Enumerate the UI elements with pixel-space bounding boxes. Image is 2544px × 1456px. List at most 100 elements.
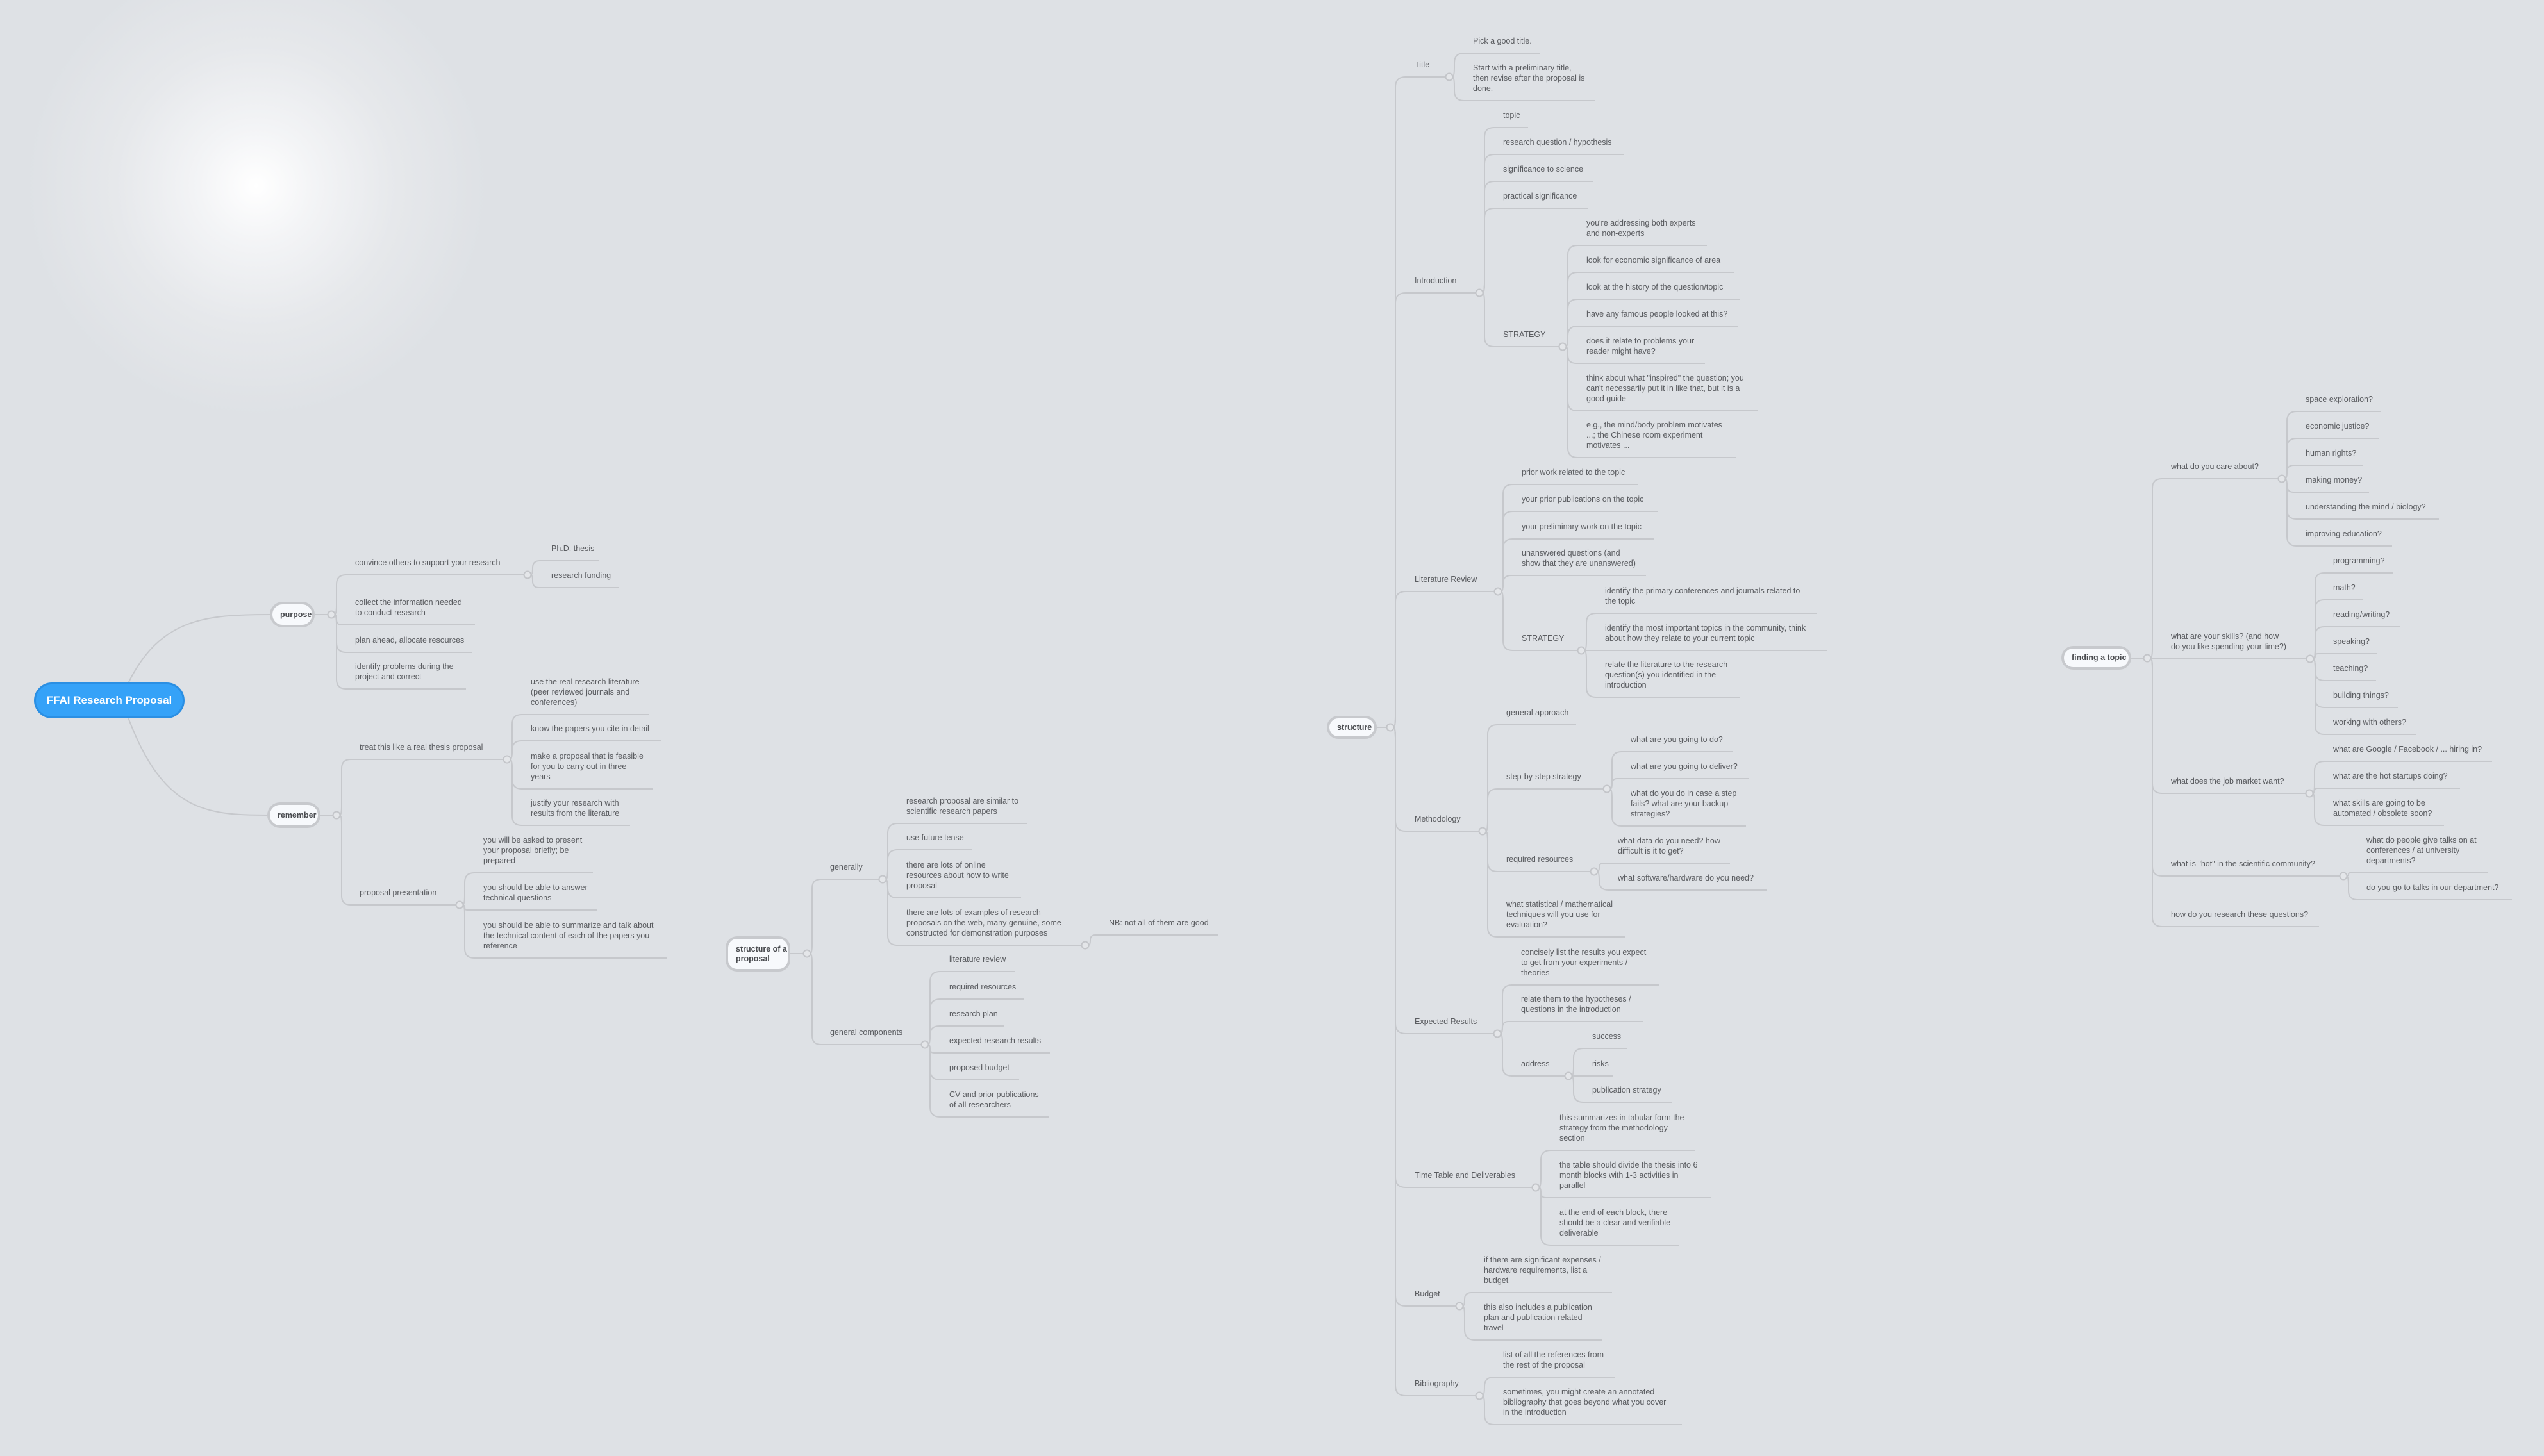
node[interactable]: improving education? [2297,529,2392,547]
node[interactable]: significance to science [1494,164,1593,182]
node[interactable]: what are your skills? (and how do you li… [2162,631,2307,659]
node[interactable]: you should be able to answer technical q… [474,882,597,911]
node[interactable]: Methodology [1406,814,1479,832]
branch-toggle[interactable] [2306,654,2315,663]
node[interactable]: do you go to talks in our department? [2357,882,2512,900]
node[interactable]: what does the job market want? [2162,776,2306,794]
node[interactable]: address [1512,1059,1565,1077]
node[interactable]: generally [821,862,879,880]
branch-toggle[interactable] [920,1040,929,1049]
node[interactable]: required resources [1497,854,1591,872]
node[interactable]: practical significance [1494,191,1588,209]
branch-toggle[interactable] [332,811,341,820]
node[interactable]: how do you research these questions? [2162,909,2319,927]
node[interactable]: expected research results [940,1036,1050,1054]
topic-remember[interactable]: remember [267,802,320,828]
branch-toggle[interactable] [1558,342,1567,351]
node[interactable]: use the real research literature (peer r… [522,677,649,715]
node[interactable]: what skills are going to be automated / … [2324,798,2444,826]
central-topic[interactable]: FFAI Research Proposal [34,682,185,718]
node[interactable]: what are Google / Facebook / ... hiring … [2324,744,2492,762]
node[interactable]: space exploration? [2297,394,2381,412]
node[interactable]: what are the hot startups doing? [2324,771,2460,789]
node[interactable]: think about what "inspired" the question… [1577,373,1758,411]
branch-toggle[interactable] [1493,1029,1502,1038]
branch-toggle[interactable] [2339,872,2348,881]
node[interactable]: your preliminary work on the topic [1513,522,1654,540]
node[interactable]: unanswered questions (and show that they… [1513,548,1646,576]
branch-toggle[interactable] [1081,941,1090,950]
node[interactable]: research plan [940,1009,1004,1027]
node[interactable]: make a proposal that is feasible for you… [522,751,653,790]
branch-toggle[interactable] [802,949,811,958]
node[interactable]: the table should divide the thesis into … [1551,1160,1711,1198]
node[interactable]: CV and prior publications of all researc… [940,1089,1049,1118]
node[interactable]: list of all the references from the rest… [1494,1350,1615,1378]
node[interactable]: what statistical / mathematical techniqu… [1497,899,1625,938]
branch-toggle[interactable] [503,755,511,764]
node[interactable]: required resources [940,982,1024,1000]
node[interactable]: what do you care about? [2162,461,2279,479]
node[interactable]: what do you do in case a step fails? wha… [1622,788,1746,827]
branch-toggle[interactable] [1602,784,1611,793]
branch-toggle[interactable] [1445,72,1454,81]
node[interactable]: math? [2324,583,2363,600]
node[interactable]: identify problems during the project and… [346,661,466,690]
floating-topic-finding-a-topic[interactable]: finding a topic [2061,646,2131,670]
node[interactable]: Literature Review [1406,574,1495,592]
node[interactable]: programming? [2324,556,2393,574]
node[interactable]: Bibliography [1406,1378,1476,1396]
branch-toggle[interactable] [1531,1183,1540,1192]
node[interactable]: at the end of each block, there should b… [1551,1207,1679,1246]
node[interactable]: publication strategy [1583,1085,1672,1103]
node[interactable]: what do people give talks on at conferen… [2357,835,2488,873]
branch-toggle[interactable] [2305,789,2314,798]
node[interactable]: Start with a preliminary title, then rev… [1464,63,1595,101]
node[interactable]: have any famous people looked at this? [1577,309,1738,327]
node[interactable]: Title [1406,60,1446,78]
node[interactable]: plan ahead, allocate resources [346,635,472,653]
node[interactable]: what are you going to do? [1622,734,1733,752]
node[interactable]: what is "hot" in the scientific communit… [2162,859,2340,877]
node[interactable]: relate them to the hypotheses / question… [1512,994,1643,1022]
node[interactable]: Ph.D. thesis [542,543,599,561]
node[interactable]: identify the most important topics in th… [1596,623,1827,651]
node[interactable]: prior work related to the topic [1513,467,1638,485]
node[interactable]: research proposal are similar to scienti… [897,796,1027,824]
node[interactable]: proposed budget [940,1063,1019,1080]
node[interactable]: human rights? [2297,448,2363,466]
node[interactable]: relate the literature to the research qu… [1596,659,1740,698]
node[interactable]: general components [821,1027,922,1045]
node[interactable]: use future tense [897,832,972,850]
branch-toggle[interactable] [2143,654,2152,663]
node[interactable]: reading/writing? [2324,609,2400,627]
node[interactable]: treat this like a real thesis proposal [351,742,504,760]
node[interactable]: teaching? [2324,663,2376,681]
floating-topic-structure[interactable]: structure [1327,716,1377,739]
node[interactable]: working with others? [2324,717,2416,735]
node[interactable]: building things? [2324,690,2398,708]
node[interactable]: convince others to support your research [346,558,524,575]
node[interactable]: what data do you need? how difficult is … [1609,836,1730,864]
node[interactable]: concisely list the results you expect to… [1512,947,1659,986]
node[interactable]: your prior publications on the topic [1513,494,1658,512]
branch-toggle[interactable] [523,570,532,579]
node[interactable]: collect the information needed to conduc… [346,597,475,625]
node[interactable]: Time Table and Deliverables [1406,1170,1533,1188]
node[interactable]: Pick a good title. [1464,36,1540,54]
branch-toggle[interactable] [2277,474,2286,483]
node[interactable]: look for economic significance of area [1577,255,1734,273]
node[interactable]: there are lots of examples of research p… [897,907,1082,946]
node[interactable]: topic [1494,110,1528,128]
node[interactable]: proposal presentation [351,888,456,906]
node[interactable]: what are you going to deliver? [1622,761,1749,779]
node[interactable]: economic justice? [2297,421,2379,439]
branch-toggle[interactable] [1577,646,1586,655]
node[interactable]: this summarizes in tabular form the stra… [1551,1113,1695,1151]
node[interactable]: general approach [1497,707,1576,725]
node[interactable]: look at the history of the question/topi… [1577,282,1740,300]
node[interactable]: Expected Results [1406,1016,1494,1034]
branch-toggle[interactable] [1493,587,1502,596]
node[interactable]: you will be asked to present your propos… [474,835,593,873]
node[interactable]: Introduction [1406,276,1476,294]
